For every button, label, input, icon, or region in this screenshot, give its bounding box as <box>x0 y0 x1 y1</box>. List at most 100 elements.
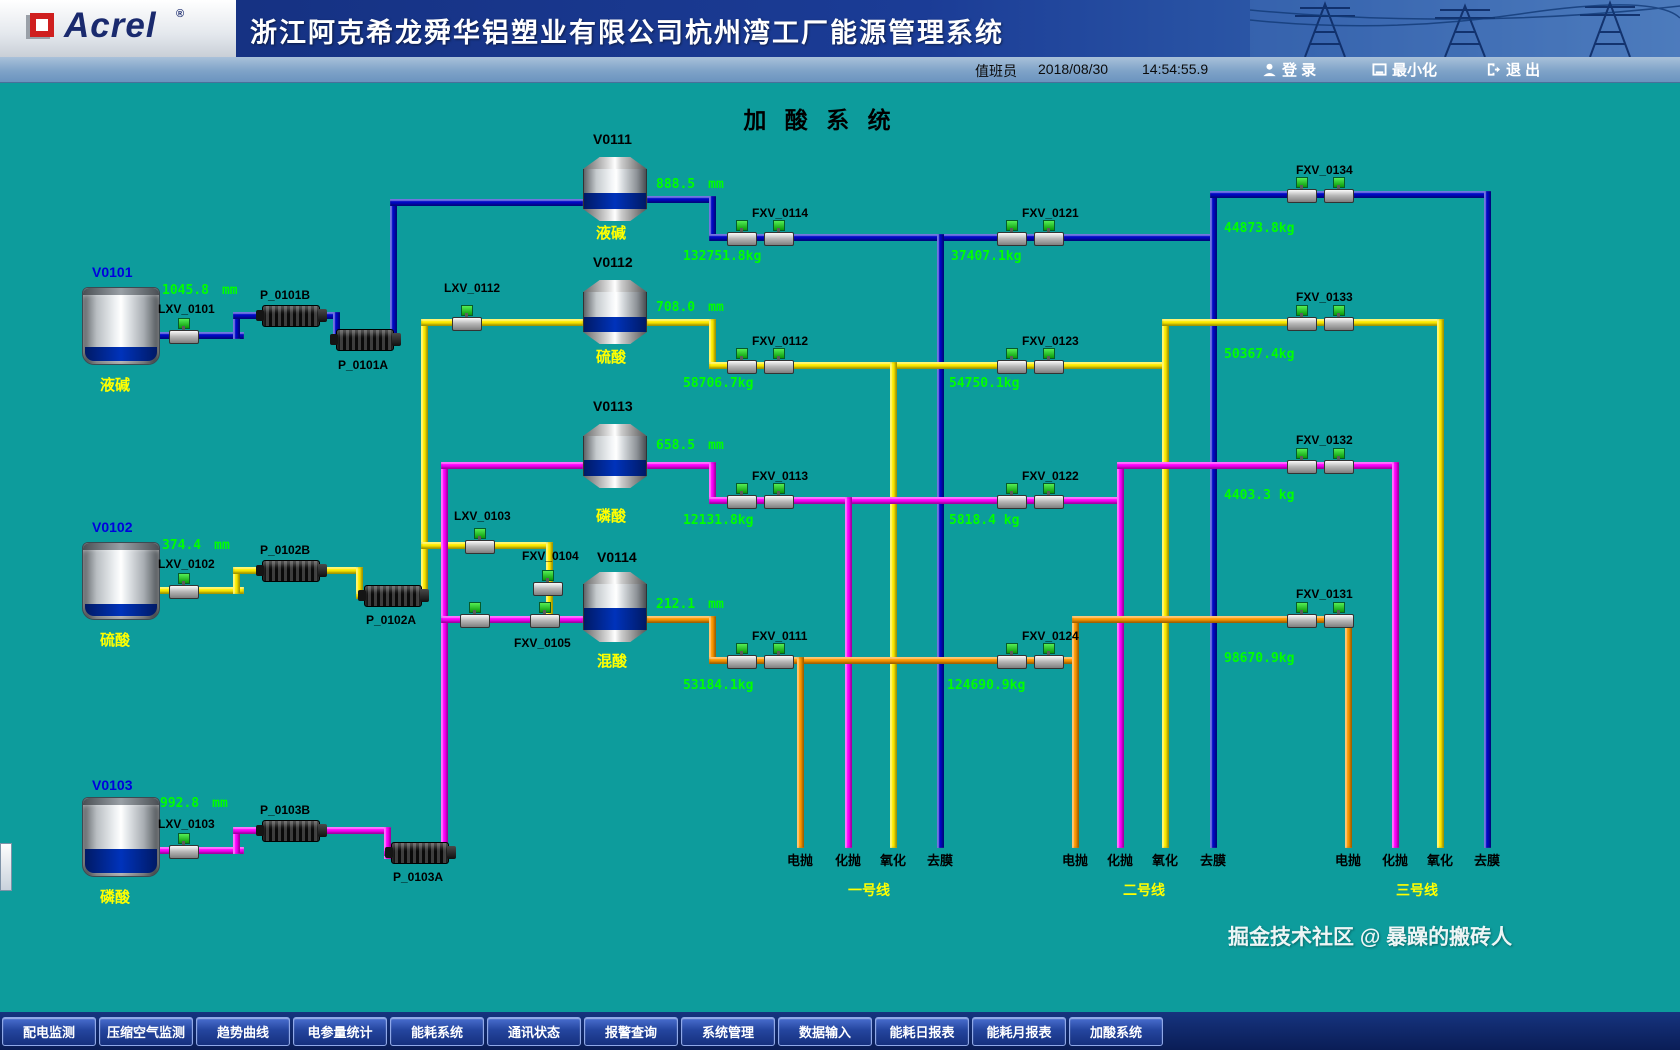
flow-total: 54750.1kg <box>949 376 1020 391</box>
valve-lxv0112-icon[interactable] <box>452 305 482 331</box>
time-text: 14:54:55.9 <box>1142 61 1209 77</box>
pipe-segment <box>709 234 1217 241</box>
nav-item-nenghaoyuebaobiao[interactable]: 能耗月报表 <box>972 1016 1066 1046</box>
level-unit: mm <box>212 796 228 811</box>
nav-item-nenghaoxitong[interactable]: 能耗系统 <box>390 1016 484 1046</box>
valve-fxv0112-icon[interactable] <box>764 348 794 374</box>
valve-label: FXV_0104 <box>522 549 579 563</box>
nav-item-shujushuru[interactable]: 数据输入 <box>778 1016 872 1046</box>
tank-v0111[interactable] <box>583 157 647 221</box>
minimize-label: 最小化 <box>1392 62 1438 79</box>
pump-p0102b-icon[interactable] <box>256 560 327 582</box>
valve-fxv0121-icon[interactable] <box>997 220 1027 246</box>
watermark: 掘金技术社区 @ 暴躁的搬砖人 <box>1228 926 1513 949</box>
valve-fxv0111-icon[interactable] <box>764 643 794 669</box>
nav-item-xitongguanli[interactable]: 系统管理 <box>681 1016 775 1046</box>
flow-total: 58706.7kg <box>683 376 754 391</box>
valve-lxv0103-icon[interactable] <box>169 833 199 859</box>
valve-fxv0124-icon[interactable] <box>997 643 1027 669</box>
valve-fxv0123-icon[interactable] <box>1034 348 1064 374</box>
valve-fxv0113-icon[interactable] <box>764 483 794 509</box>
line-name: 二号线 <box>1123 882 1165 898</box>
station-label: 去膜 <box>927 853 954 868</box>
valve-fxv0123-icon[interactable] <box>997 348 1027 374</box>
nav-item-tongxunzhuangtai[interactable]: 通讯状态 <box>487 1016 581 1046</box>
station-label: 化抛 <box>1107 853 1134 868</box>
bottom-nav: 配电监测 压缩空气监测 趋势曲线 电参量统计 能耗系统 通讯状态 报警查询 系统… <box>0 1012 1680 1050</box>
valve-fxv0111-icon[interactable] <box>727 643 757 669</box>
acrel-logo-icon <box>24 13 58 45</box>
tank-v0102[interactable] <box>82 542 160 620</box>
valve-lxv0101-icon[interactable] <box>169 318 199 344</box>
valve-fxv0105-icon[interactable] <box>530 602 560 628</box>
pump-p0103a-icon[interactable] <box>385 842 456 864</box>
pump-p0101a-icon[interactable] <box>330 329 401 351</box>
valve-fxv0113-icon[interactable] <box>727 483 757 509</box>
tank-name: 混酸 <box>597 653 628 670</box>
pipe-segment <box>1117 462 1398 469</box>
exit-icon <box>1487 63 1501 76</box>
valve-fxv0134-icon[interactable] <box>1287 177 1317 203</box>
pump-p0102a-icon[interactable] <box>358 585 429 607</box>
minimize-button[interactable]: 最小化 <box>1372 59 1437 80</box>
level-unit: mm <box>708 438 724 453</box>
flow-total: 98670.9kg <box>1224 651 1295 666</box>
nav-item-yasuokongqi[interactable]: 压缩空气监测 <box>99 1016 193 1046</box>
valve-label: FXV_0133 <box>1296 290 1353 304</box>
tank-id: V0103 <box>92 777 133 793</box>
pipe-segment <box>709 196 716 241</box>
pipe-segment <box>233 827 240 854</box>
nav-item-baojingchaxun[interactable]: 报警查询 <box>584 1016 678 1046</box>
valve-fxv0132-icon[interactable] <box>1324 448 1354 474</box>
valve-lxv0102-icon[interactable] <box>169 573 199 599</box>
tank-name: 液碱 <box>100 377 131 394</box>
tank-v0113[interactable] <box>583 424 647 488</box>
exit-button[interactable]: 退 出 <box>1486 59 1540 80</box>
valve-fxv0114-icon[interactable] <box>727 220 757 246</box>
tank-v0114[interactable] <box>583 572 647 642</box>
tank-name: 硫酸 <box>100 632 131 649</box>
nav-item-diancanliang[interactable]: 电参量统计 <box>293 1016 387 1046</box>
valve-fxv0132-icon[interactable] <box>1287 448 1317 474</box>
level-unit: mm <box>708 597 724 612</box>
valve-fxv0131-icon[interactable] <box>1324 602 1354 628</box>
valve-fxv0131-icon[interactable] <box>1287 602 1317 628</box>
duty-officer-label: 值班员 <box>975 63 1017 79</box>
valve-fxv0121-icon[interactable] <box>1034 220 1064 246</box>
left-scrollbar[interactable] <box>0 843 12 891</box>
tank-v0103[interactable] <box>82 797 160 877</box>
pump-p0101b-icon[interactable] <box>256 305 327 327</box>
tank-v0101[interactable] <box>82 287 160 365</box>
valve-fxv0104-icon[interactable] <box>533 570 563 596</box>
login-button[interactable]: 登 录 <box>1262 59 1316 80</box>
pipe-segment <box>647 319 716 326</box>
pump-p0103b-icon[interactable] <box>256 820 327 842</box>
valve-fxv0122-icon[interactable] <box>1034 483 1064 509</box>
valve-fxv0112-icon[interactable] <box>727 348 757 374</box>
nav-item-qushiquxian[interactable]: 趋势曲线 <box>196 1016 290 1046</box>
nav-item-nenghaoribaobiao[interactable]: 能耗日报表 <box>875 1016 969 1046</box>
level-unit: mm <box>214 538 230 553</box>
station-label: 电抛 <box>1062 853 1089 868</box>
nav-item-peidianjiance[interactable]: 配电监测 <box>2 1016 96 1046</box>
valve-fxv0114-icon[interactable] <box>764 220 794 246</box>
valve-lxv0103-mid-icon[interactable] <box>465 528 495 554</box>
level-value: 888.5 <box>656 177 696 192</box>
valve-fxv0133-icon[interactable] <box>1287 305 1317 331</box>
valve-fxv0134-icon[interactable] <box>1324 177 1354 203</box>
valve-fxv0122-icon[interactable] <box>997 483 1027 509</box>
tank-v0112[interactable] <box>583 280 647 344</box>
pipe-segment <box>1210 191 1217 848</box>
level-value: 658.5 <box>656 438 696 453</box>
pipe-segment <box>1162 319 1169 848</box>
valve-fxv0105-icon[interactable] <box>460 602 490 628</box>
pipe-segment <box>845 497 852 848</box>
valve-fxv0133-icon[interactable] <box>1324 305 1354 331</box>
valve-fxv0124-icon[interactable] <box>1034 643 1064 669</box>
status-bar: 值班员 2018/08/30 14:54:55.9 登 录 最小化 退 出 <box>0 57 1680 83</box>
nav-item-jiasuanxitong[interactable]: 加酸系统 <box>1069 1016 1163 1046</box>
